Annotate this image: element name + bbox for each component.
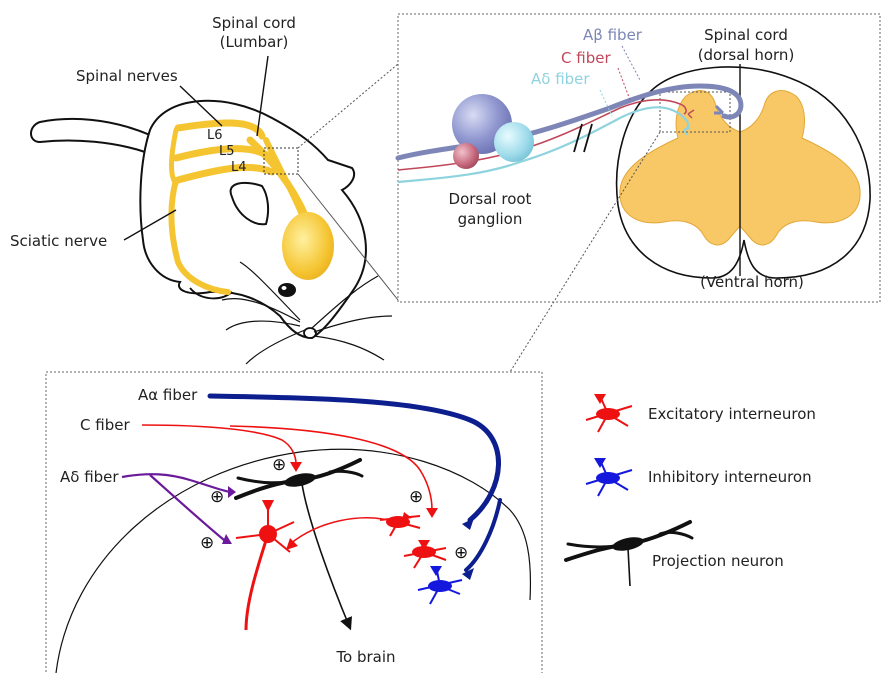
level-label-l4: L4 [231,160,247,175]
c-fiber-branch-interneuron [230,426,432,510]
circuit-panel: ⊕ ⊕ ⊕ ⊕ ⊕ Aα fiber C fiber Aδ fiber To b… [46,372,542,673]
level-label-l6: L6 [207,128,223,143]
circuit-adelta-fiber-label: Aδ fiber [60,468,119,486]
legend: Excitatory interneuron Inhibitory intern… [566,394,816,586]
abeta-fiber-label: Aβ fiber [583,26,643,44]
excitatory-interneuron-circuit-1 [236,500,294,630]
projection-neuron-circuit [236,460,362,628]
excitatory-interneuron-circuit-3 [404,540,446,568]
spinal-cord-lumbar-label-2: (Lumbar) [220,33,289,51]
lumbar-spinal-cord [282,212,334,280]
legend-inhibitory-label: Inhibitory interneuron [648,468,812,486]
aalpha-fiber-path [210,396,499,520]
legend-excitatory-icon [586,394,632,432]
spinal-cord-dorsal-label-2: (dorsal horn) [698,46,795,64]
excitatory-synapse-marker-1: ⊕ [272,455,286,475]
spinal-section-panel: Aβ fiber C fiber Aδ fiber Spinal cord (d… [398,14,880,302]
ventral-horn-label: (Ventral horn) [700,273,804,291]
c-fiber-label: C fiber [561,49,611,67]
legend-projection-label: Projection neuron [652,552,784,570]
adelta-fiber-label: Aδ fiber [531,70,590,88]
to-brain-label: To brain [335,648,395,666]
interneuron-to-projection-axon [290,518,388,544]
inhibitory-interneuron-circuit [418,566,462,604]
aalpha-fiber-label: Aα fiber [138,386,198,404]
drg-adelta-neuron [494,122,534,162]
spinal-cord-lumbar-label-1: Spinal cord [212,14,296,32]
drg-c-neuron [453,143,479,169]
adelta-fiber-path-lower [150,475,224,540]
mouse-eye [278,283,296,297]
sciatic-nerve-label: Sciatic nerve [10,232,107,250]
drg-label-1: Dorsal root [449,190,532,208]
excitatory-synapse-marker-5: ⊕ [454,543,468,563]
spinal-nerves-label: Spinal nerves [76,67,178,85]
excitatory-synapse-marker-4: ⊕ [409,487,423,507]
excitatory-synapse-marker-2: ⊕ [210,487,224,507]
excitatory-interneuron-circuit-2 [380,512,420,536]
excitatory-synapse-marker-3: ⊕ [200,533,214,553]
drg-label-2: ganglion [458,210,523,228]
level-label-l5: L5 [219,144,235,159]
legend-inhibitory-icon [586,458,632,496]
legend-excitatory-label: Excitatory interneuron [648,405,816,423]
circuit-c-fiber-label: C fiber [80,416,130,434]
spinal-cord-dorsal-label-1: Spinal cord [704,26,788,44]
